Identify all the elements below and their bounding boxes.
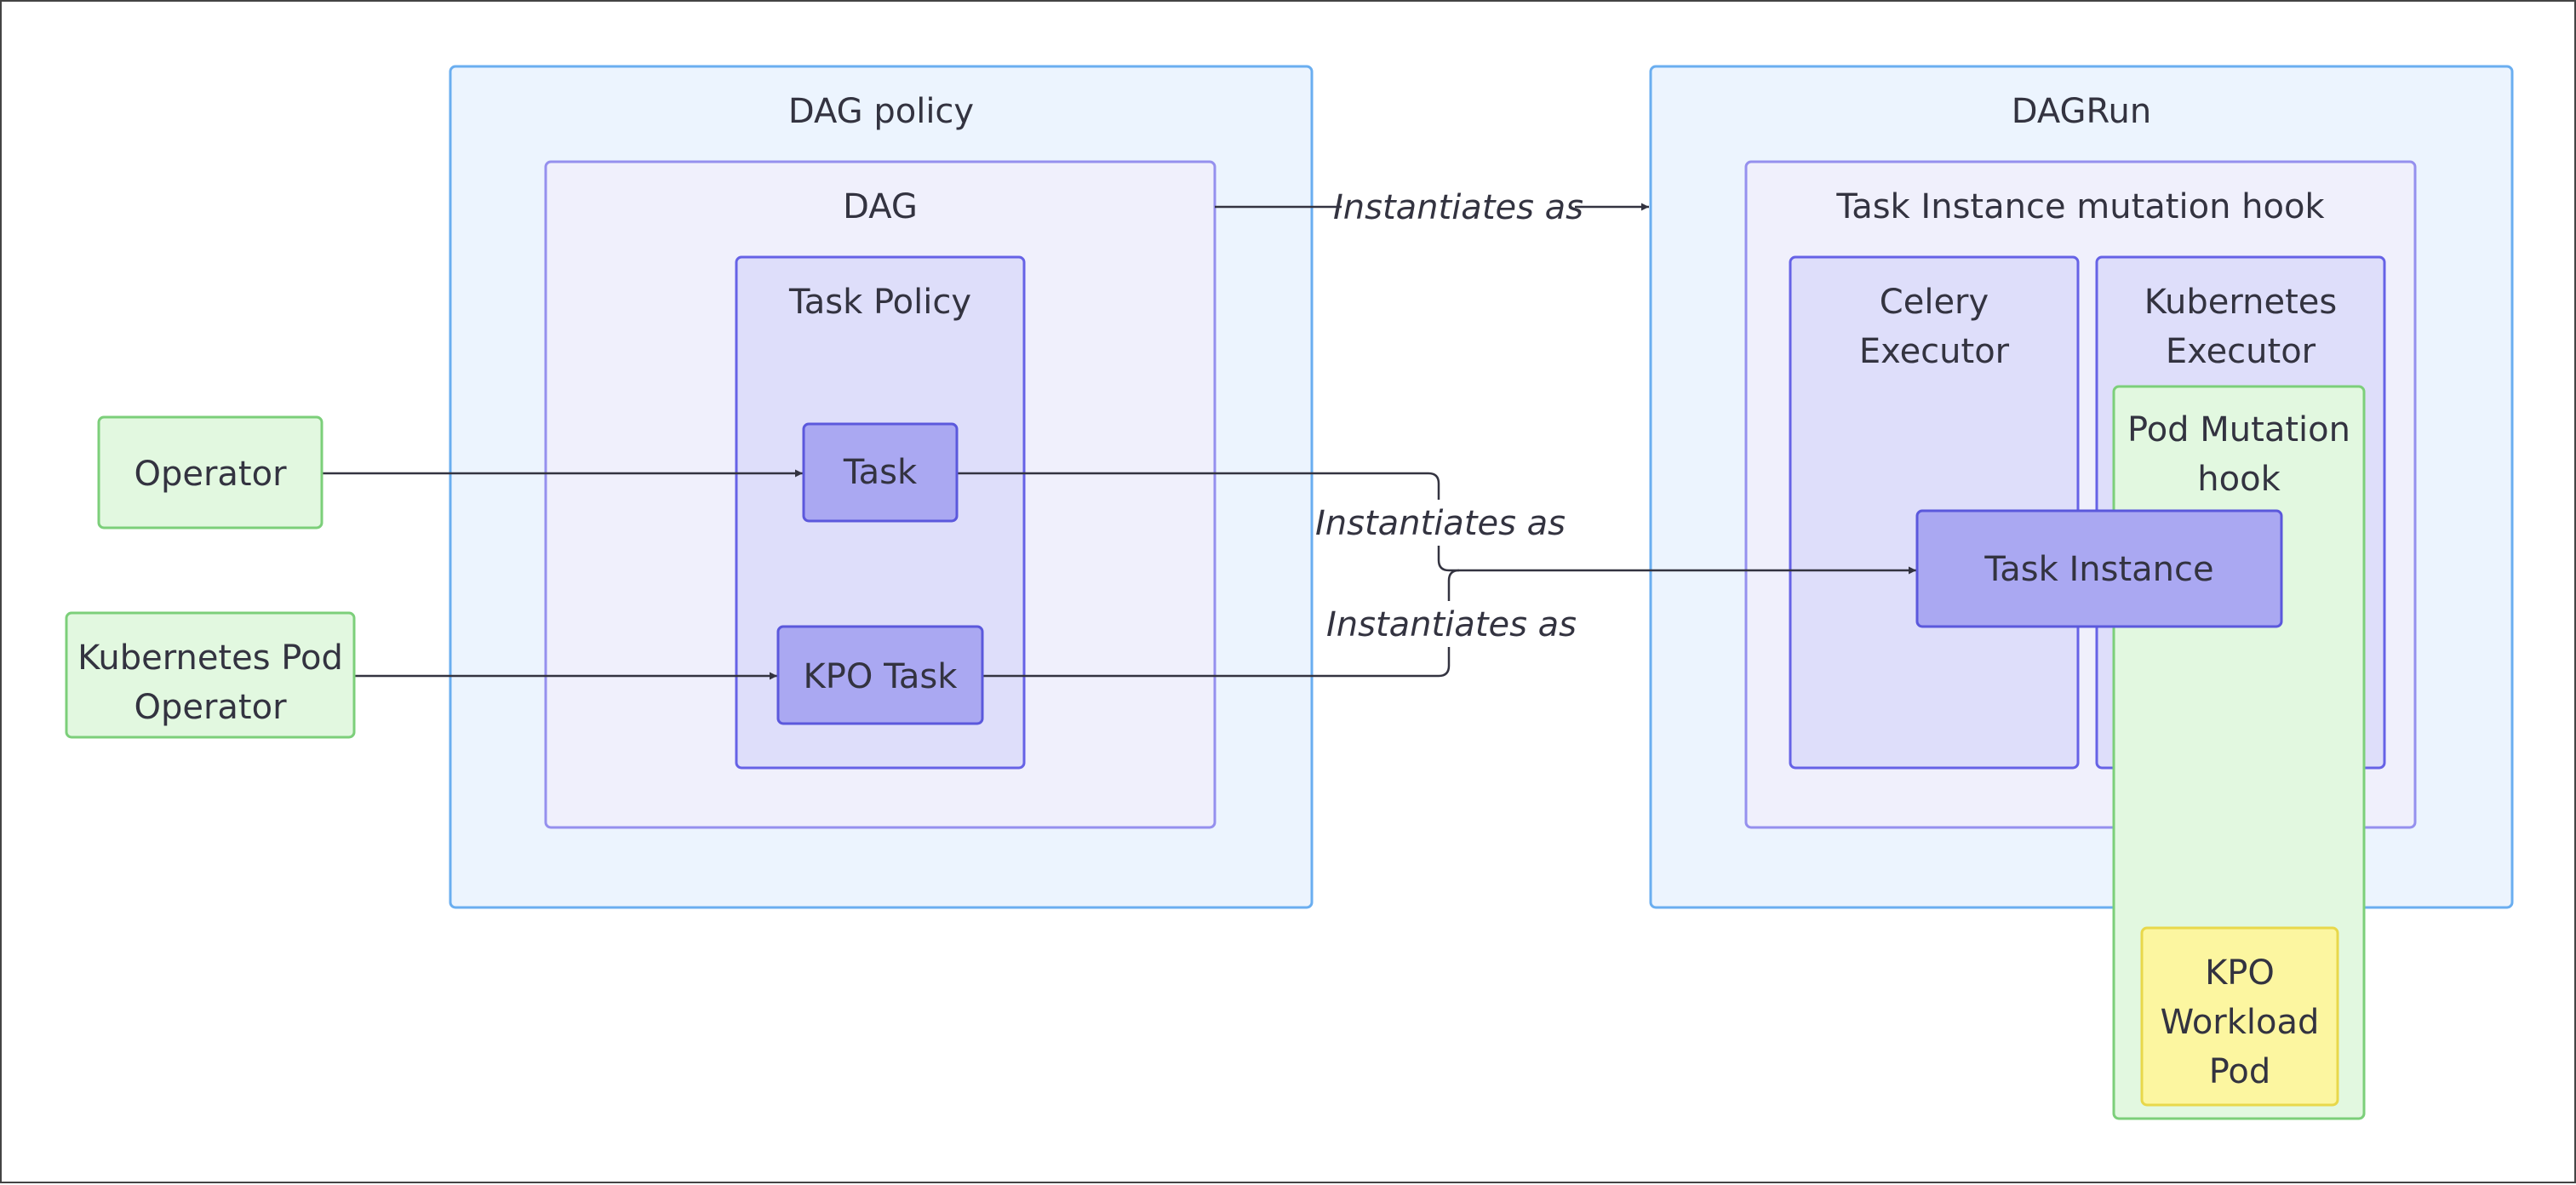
kubernetes-executor-label-line1: Kubernetes xyxy=(2144,283,2337,322)
kubernetes-executor-label-line2: Executor xyxy=(2166,332,2316,371)
dag-label: DAG xyxy=(843,187,918,226)
edge-label-bg-kpo xyxy=(1335,601,1568,647)
kpo-workload-pod-node xyxy=(2140,926,2339,1107)
edge-kpo-task-to-task-instance xyxy=(982,569,1460,678)
kpo-workload-pod-label-line2: Workload xyxy=(2161,1003,2320,1042)
pod-mutation-hook-label-line1: Pod Mutation xyxy=(2127,410,2350,449)
pod-mutation-hook-label-line2: hook xyxy=(2197,460,2281,499)
task-instance-node xyxy=(1915,509,2283,628)
operator-node-label: Operator xyxy=(134,455,287,494)
dagrun-label: DAGRun xyxy=(2012,92,2151,131)
edge-label-dag-to-dagrun: Instantiates as xyxy=(1333,188,1583,227)
edge-label-bg-task xyxy=(1324,500,1557,546)
task-node xyxy=(802,422,959,523)
dag-policy-label: DAG policy xyxy=(788,92,974,131)
task-policy-label: Task Policy xyxy=(788,283,971,322)
kpo-workload-pod-label-line1: KPO xyxy=(2205,953,2275,993)
edge-label-kpo-to-ti: Instantiates as xyxy=(1326,605,1577,644)
kpo-operator-node-label-line2: Operator xyxy=(134,688,287,727)
celery-executor-label-line1: Celery xyxy=(1880,283,1989,322)
task-instance-node-label: Task Instance xyxy=(1984,550,2213,589)
kpo-task-node-label: KPO Task xyxy=(804,657,959,696)
ti-mutation-hook-label: Task Instance mutation hook xyxy=(1835,187,2325,226)
operator-node xyxy=(97,415,323,530)
edge-label-task-to-ti: Instantiates as xyxy=(1315,504,1566,543)
celery-executor-label-line2: Executor xyxy=(1859,332,2010,371)
task-node-label: Task xyxy=(843,453,918,492)
kpo-operator-node xyxy=(65,611,356,739)
kpo-operator-node-label-line1: Kubernetes Pod xyxy=(77,638,343,678)
kpo-workload-pod-label-line3: Pod xyxy=(2209,1052,2271,1091)
kpo-task-node xyxy=(776,625,984,725)
edge-label-bg-dag xyxy=(1342,184,1575,230)
